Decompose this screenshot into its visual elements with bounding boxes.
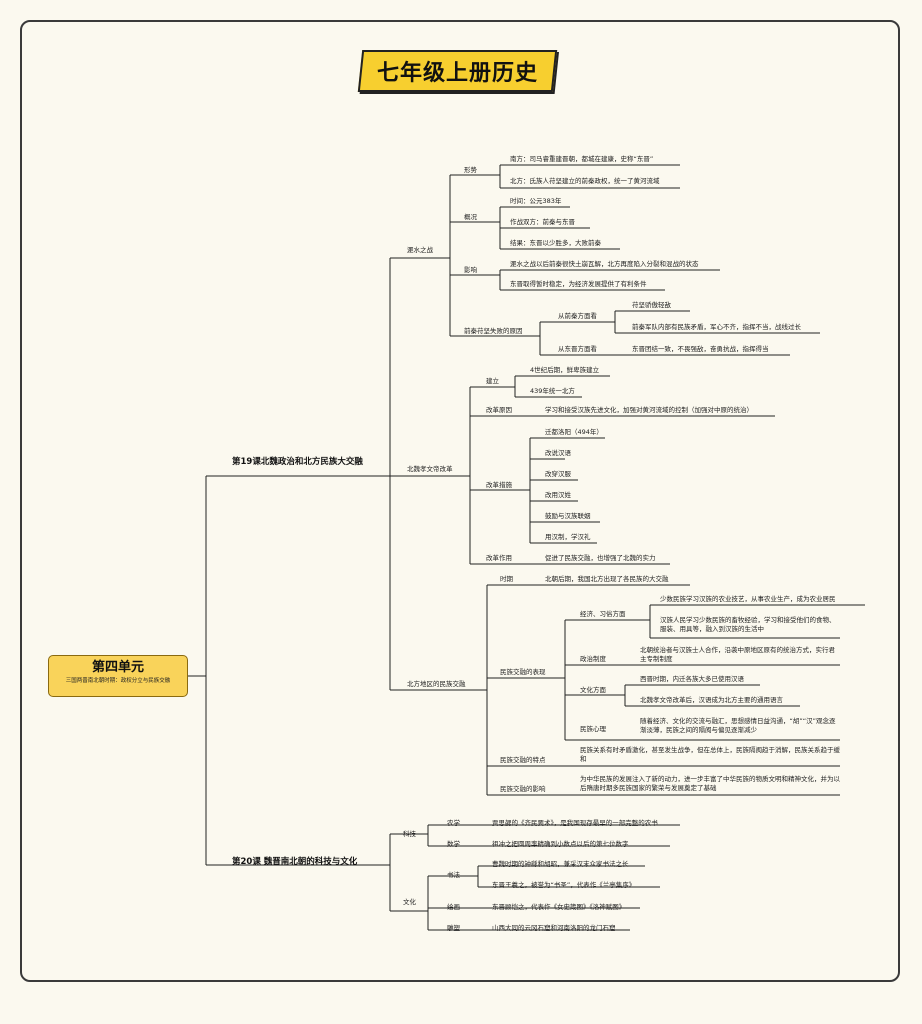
lesson20-title: 第20课 魏晋南北朝的科技与文化 [232, 857, 358, 867]
jingji-a: 少数民族学习汉族的农业技艺，从事农业生产，成为农业居民 [660, 595, 836, 603]
shufa-label: 书法 [447, 871, 460, 879]
biaoxian-label: 民族交融的表现 [500, 668, 546, 676]
jingji-b: 汉族人民学习少数民族的畜牧经验，学习和接受他们的食物、服装、用具等，融入到汉族的… [660, 616, 836, 633]
zuoyong-text: 促进了民族交融，也增强了北魏的实力 [545, 554, 656, 562]
cuoshi-item: 迁都洛阳（494年） [545, 428, 603, 436]
cuoshi-item: 改说汉语 [545, 449, 571, 457]
tedian-label: 民族交融的特点 [500, 756, 546, 764]
canvas-frame [20, 20, 900, 982]
cuoshi-label: 改革措施 [486, 481, 512, 489]
wenhua20-label: 文化 [403, 898, 416, 906]
xingshi-south: 南方：司马睿重建晋朝，都城在建康，史称“东晋” [510, 155, 654, 163]
shufa-b: 东晋王羲之，被誉为“书圣”，代表作《兰亭集序》 [492, 881, 636, 889]
cuoshi-item: 鼓励与汉族联姻 [545, 512, 591, 520]
nongxue-text: 贾思勰的《齐民要术》，是我国现存最早的一部完整的农书 [492, 819, 658, 827]
shuxue-text: 祖冲之把圆周率精确到小数点以后的第七位数字 [492, 840, 629, 848]
yuanyin-label: 改革原因 [486, 406, 512, 414]
reasons-jin-label: 从东晋方面看 [558, 345, 597, 353]
gaikuang-result: 结果：东晋以少胜多，大败前秦 [510, 239, 601, 247]
huihua-text: 东晋顾恺之，代表作《女史箴图》《洛神赋图》 [492, 903, 626, 911]
xingshi-label: 形势 [464, 166, 477, 174]
jianli-b: 439年统一北方 [530, 387, 575, 395]
cuoshi-item: 改用汉姓 [545, 491, 571, 499]
jiaorong-yingxiang-label: 民族交融的影响 [500, 785, 546, 793]
reasons-qin-b: 前秦军队内部有民族矛盾，军心不齐，指挥不当，战线过长 [632, 323, 801, 331]
zhengzhi-label: 政治制度 [580, 655, 606, 663]
root-title: 第四单元 [91, 660, 144, 675]
jingji-label: 经济、习俗方面 [580, 610, 626, 618]
jiaorong-label: 北方地区的民族交融 [407, 680, 466, 688]
diaosu-text: 山西大同的云冈石窟和河南洛阳的龙门石窟 [492, 924, 616, 932]
yuanyin-text: 学习和接受汉族先进文化，加强对黄河流域的控制（加强对中原的统治） [545, 406, 753, 414]
nongxue-label: 农学 [447, 819, 460, 827]
xinli-label: 民族心理 [580, 725, 606, 733]
yingxiang-label: 影响 [464, 266, 477, 274]
shiqi-text: 北朝后期，我国北方出现了各民族的大交融 [545, 575, 669, 583]
wenhua-label: 文化方面 [580, 686, 606, 694]
jianli-a: 4世纪后期，鲜卑族建立 [530, 366, 600, 374]
cuoshi-item: 改穿汉服 [545, 470, 571, 478]
xingshi-north: 北方：氐族人苻坚建立的前秦政权，统一了黄河流域 [510, 177, 660, 185]
cuoshi-item: 用汉制，学汉礼 [545, 533, 591, 541]
huihua-label: 绘画 [447, 903, 460, 911]
reasons-jin-a: 东晋团结一致，不畏强敌，奋勇抗战，指挥得当 [632, 345, 769, 353]
keji-label: 科技 [403, 830, 416, 838]
tedian-text: 民族关系有时矛盾激化，甚至发生战争，但在总体上，民族隔阂趋于消解，民族关系趋于缓… [580, 746, 840, 763]
wenhua-a: 西晋时期，内迁各族大多已使用汉语 [640, 675, 744, 683]
wenhua-b: 北魏孝文帝改革后，汉语成为北方主要的通用语言 [640, 696, 783, 704]
shufa-a: 曹魏时期的钟繇和胡昭，兼采汉末众家书法之长 [492, 860, 629, 868]
xiaowen-label: 北魏孝文帝改革 [407, 465, 453, 473]
root-subtitle: 三国两晋南北朝时期：政权分立与民族交融 [65, 678, 171, 684]
reasons-qin-label: 从前秦方面看 [558, 312, 597, 320]
yingxiang-b: 东晋取得暂时稳定，为经济发展提供了有利条件 [510, 280, 647, 288]
zuoyong-label: 改革作用 [486, 554, 512, 562]
reasons-label: 前秦苻坚失败的原因 [464, 327, 523, 335]
gaikuang-time: 时间：公元383年 [510, 197, 562, 205]
jianli-label: 建立 [486, 377, 499, 385]
lesson19-title: 第19课北魏政治和北方民族大交融 [232, 457, 363, 467]
diaosu-label: 雕塑 [447, 924, 460, 932]
root-node: 第四单元 三国两晋南北朝时期：政权分立与民族交融 [48, 655, 188, 697]
jiaorong-yingxiang-text: 为中华民族的发展注入了新的动力，进一步丰富了中华民族的物质文明和精神文化，并为以… [580, 775, 840, 792]
xinli-text: 随着经济、文化的交流与融汇，思想感情日益沟通，“胡”“汉”观念逐渐淡薄，民族之间… [640, 717, 836, 734]
shuxue-label: 数学 [447, 840, 460, 848]
shiqi-label: 时期 [500, 575, 513, 583]
zhengzhi-text: 北朝统治者与汉族士人合作，沿袭中原地区原有的统治方式，实行君主专制制度 [640, 646, 835, 663]
reasons-qin-a: 苻坚骄傲轻敌 [632, 301, 671, 309]
yingxiang-a: 淝水之战以后前秦很快土崩瓦解，北方再度陷入分裂和混战的状态 [510, 260, 699, 268]
gaikuang-label: 概况 [464, 213, 477, 221]
feishui-label: 淝水之战 [407, 246, 433, 254]
gaikuang-sides: 作战双方：前秦与东晋 [510, 218, 575, 226]
